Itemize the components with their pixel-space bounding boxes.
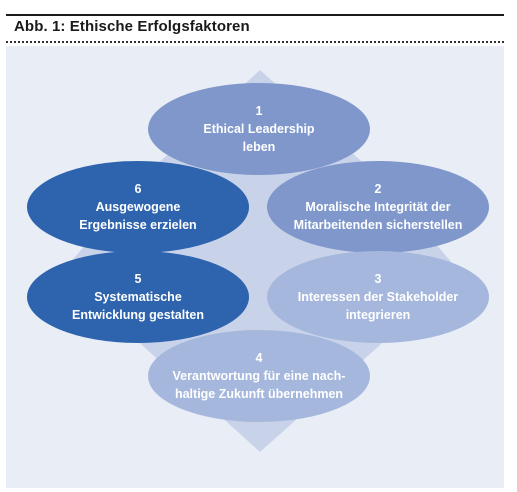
node-5: 5 Systematische Entwicklung gestalten xyxy=(27,251,249,343)
node-2-ellipse xyxy=(267,161,489,253)
node-4-ellipse xyxy=(148,330,370,422)
node-1-line2: leben xyxy=(242,140,276,154)
node-2: 2 Moralische Integrität der Mitarbeitend… xyxy=(267,161,489,253)
node-6-line1: Ausgewogene xyxy=(95,200,181,214)
node-6: 6 Ausgewogene Ergebnisse erzielen xyxy=(27,161,249,253)
node-6-number: 6 xyxy=(134,182,142,196)
top-rule xyxy=(6,14,504,16)
node-5-line1: Systematische xyxy=(94,290,182,304)
node-2-line1: Moralische Integrität der xyxy=(305,200,451,214)
node-3: 3 Interessen der Stakeholder integrieren xyxy=(267,251,489,343)
node-4-line1: Verantwortung für eine nach- xyxy=(172,369,346,383)
node-4-line2: haltige Zukunft übernehmen xyxy=(174,387,344,401)
node-1-ellipse xyxy=(148,83,370,175)
node-5-ellipse xyxy=(27,251,249,343)
node-6-ellipse xyxy=(27,161,249,253)
figure-title: Abb. 1: Ethische Erfolgsfaktoren xyxy=(14,18,250,35)
node-2-line2: Mitarbeitenden sicherstellen xyxy=(293,218,463,232)
node-3-line2: integrieren xyxy=(345,308,411,322)
node-3-line1: Interessen der Stakeholder xyxy=(297,290,459,304)
node-3-ellipse xyxy=(267,251,489,343)
node-6-line2: Ergebnisse erzielen xyxy=(79,218,197,232)
node-5-line2: Entwicklung gestalten xyxy=(72,308,204,322)
node-2-number: 2 xyxy=(374,182,382,196)
node-4-number: 4 xyxy=(255,351,263,365)
node-1-number: 1 xyxy=(255,104,263,118)
node-1-line1: Ethical Leadership xyxy=(203,122,315,136)
node-4: 4 Verantwortung für eine nach- haltige Z… xyxy=(148,330,370,422)
dotted-rule xyxy=(6,41,504,43)
node-1: 1 Ethical Leadership leben xyxy=(148,83,370,175)
node-3-number: 3 xyxy=(374,272,382,286)
node-5-number: 5 xyxy=(134,272,142,286)
